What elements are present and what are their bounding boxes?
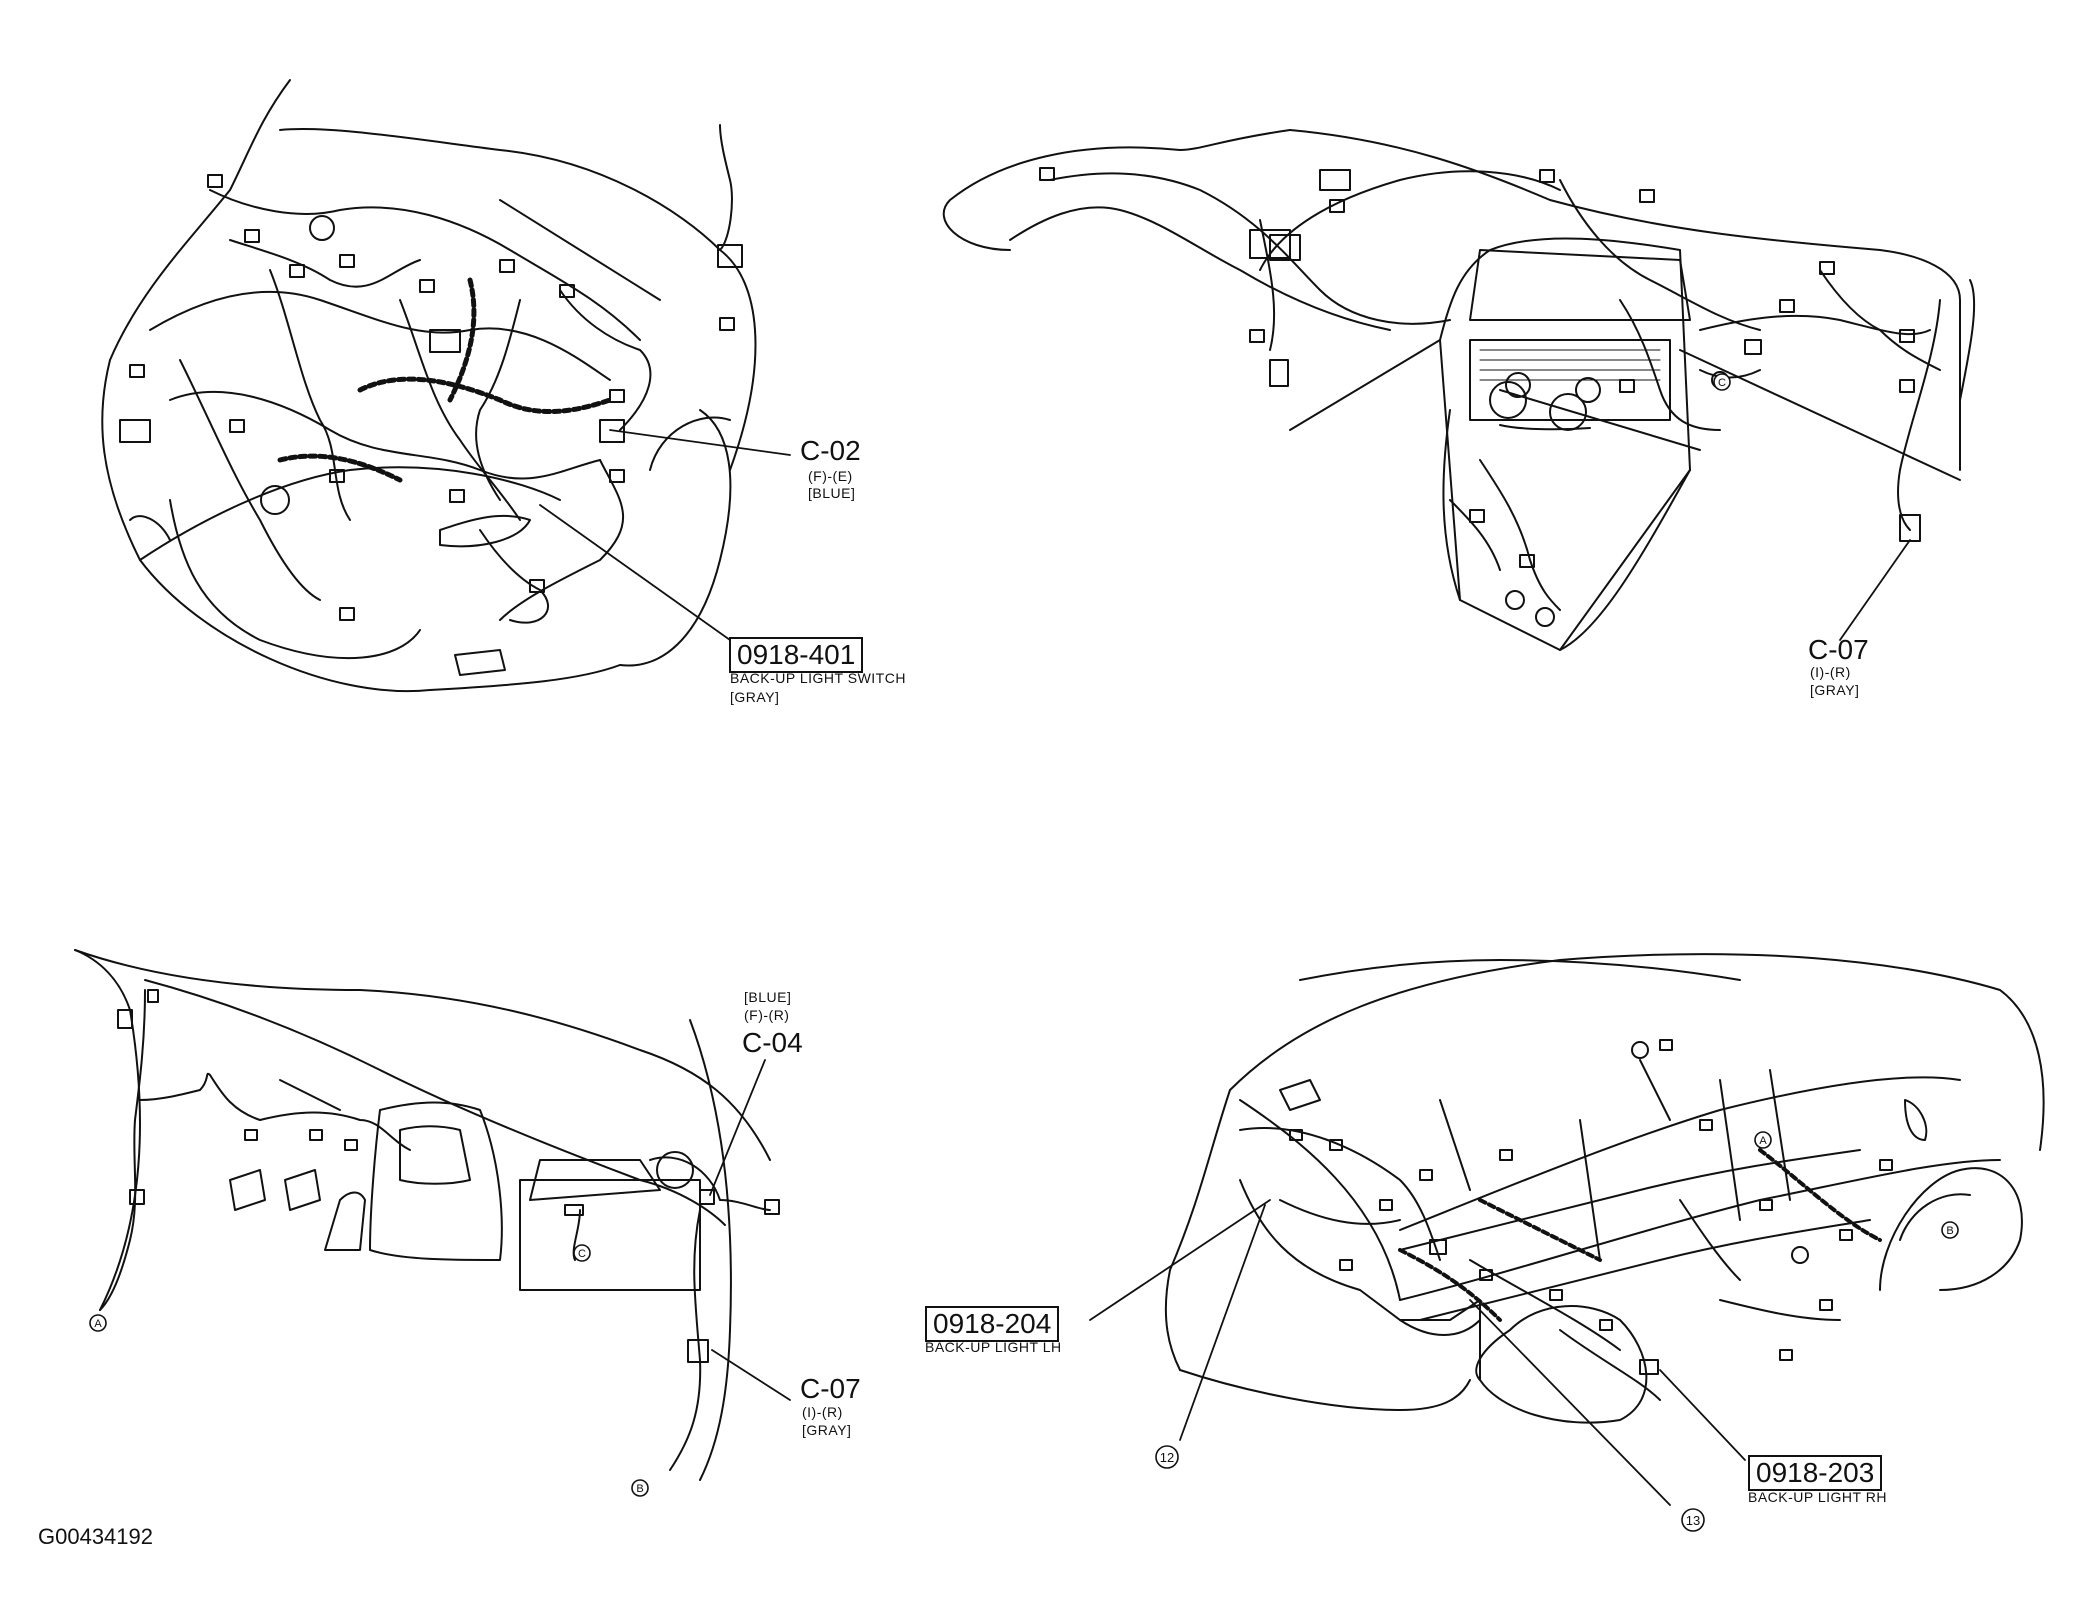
- marker-b-rear: [1941, 1221, 1959, 1239]
- connector-c02-terminals: (F)-(E): [808, 468, 853, 484]
- dashboard-c07-color: [GRAY]: [1810, 682, 1860, 698]
- callout-13-circle: [1681, 1508, 1705, 1532]
- marker-a-side-text: A: [94, 1318, 102, 1330]
- marker-a-side: [89, 1314, 107, 1332]
- marker-a-rear-text: A: [1759, 1135, 1767, 1147]
- connector-c04-code: C-04: [742, 1027, 803, 1058]
- part-0918-204-code: 0918-204: [925, 1306, 1060, 1342]
- part-0918-401-code: 0918-401: [729, 637, 864, 673]
- part-0918-203-code: 0918-203: [1748, 1455, 1883, 1491]
- rear-body-drawing: [1089, 953, 2045, 1506]
- marker-c-side: [573, 1244, 591, 1262]
- callout-13-text: 13: [1686, 1513, 1700, 1528]
- marker-b-side: [631, 1479, 649, 1497]
- callout-12-text: 12: [1160, 1450, 1174, 1465]
- side-c07-code: C-07: [800, 1373, 861, 1404]
- dashboard-c07-code: C-07: [1808, 634, 1869, 665]
- connector-c02-code: C-02: [800, 435, 861, 466]
- dashboard-drawing: [942, 129, 1976, 651]
- figure-id: G00434192: [38, 1524, 153, 1549]
- part-0918-401-name: BACK-UP LIGHT SWITCH: [730, 670, 906, 686]
- side-panel-drawing: [74, 949, 791, 1481]
- marker-c-dashboard: [1713, 373, 1731, 391]
- part-0918-401-color: [GRAY]: [730, 689, 780, 705]
- connector-c02-color: [BLUE]: [808, 485, 856, 501]
- dashboard-c07-terminals: (I)-(R): [1810, 664, 1851, 680]
- side-c07-terminals: (I)-(R): [802, 1404, 843, 1420]
- part-0918-203-name: BACK-UP LIGHT RH: [1748, 1489, 1887, 1505]
- callout-12-circle: [1155, 1445, 1179, 1469]
- engine-bay-drawing: [101, 79, 791, 693]
- marker-a-rear: [1754, 1131, 1772, 1149]
- side-c07-color: [GRAY]: [802, 1422, 852, 1438]
- part-0918-204-name: BACK-UP LIGHT LH: [925, 1339, 1062, 1355]
- marker-b-side-text: B: [636, 1483, 643, 1495]
- marker-b-rear-text: B: [1946, 1225, 1953, 1237]
- marker-c-side-text: C: [578, 1248, 586, 1260]
- connector-c04-color: [BLUE]: [744, 989, 792, 1005]
- connector-c04-terminals: (F)-(R): [744, 1007, 790, 1023]
- marker-c-dashboard-text: C: [1718, 377, 1726, 389]
